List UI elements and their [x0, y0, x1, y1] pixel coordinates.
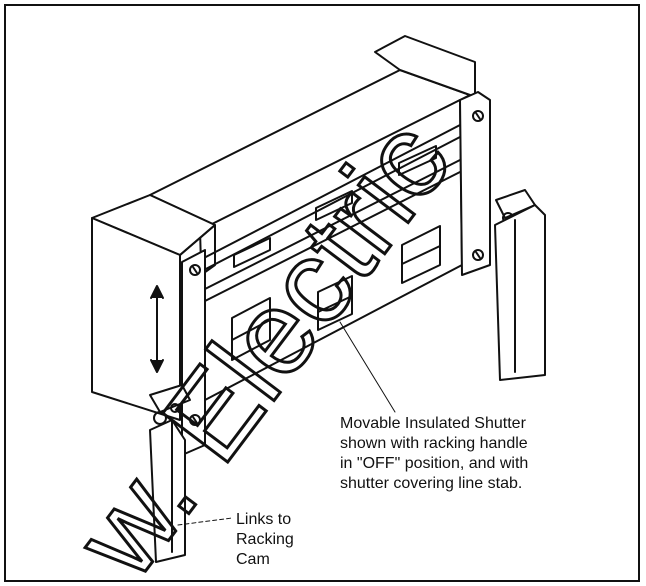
shutter-windows — [231, 145, 441, 361]
shutter-callout-line-1: Movable Insulated Shutter — [340, 415, 526, 432]
links-callout-line-1: Links to — [236, 511, 292, 528]
links-leader-line — [177, 517, 233, 526]
shutter-callout-line-2: shown with racking handle — [340, 435, 528, 452]
figure-border — [4, 4, 640, 582]
right-end-block — [374, 35, 491, 276]
right-racking-link — [494, 189, 546, 381]
links-callout-line-3: Cam — [236, 551, 270, 568]
links-callout-line-2: Racking — [236, 531, 294, 548]
left-racking-link — [149, 384, 191, 563]
shutter-callout-line-4: shutter covering line stab. — [340, 475, 523, 492]
shutter-callout-line-3: in "OFF" position, and with — [340, 455, 529, 472]
shutter-callout: Movable Insulated Shutter shown with rac… — [340, 414, 630, 494]
movement-arrow — [150, 285, 164, 373]
shutter-leader-line — [339, 321, 396, 413]
links-callout: Links to Racking Cam — [236, 510, 336, 570]
